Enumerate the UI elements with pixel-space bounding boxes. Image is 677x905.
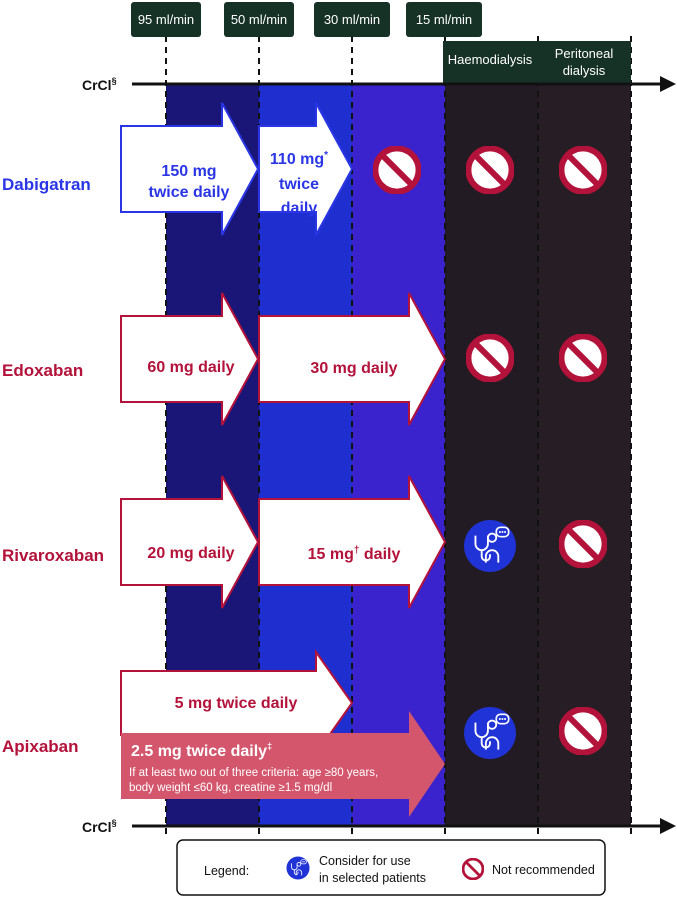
header-box-50: 50 ml/min — [224, 2, 294, 37]
band-30-15 — [352, 84, 445, 826]
top-axis: CrCl§ — [82, 76, 676, 93]
rivaroxaban-row: Rivaroxaban 20 mg daily 15 mg† daily — [2, 475, 605, 609]
edoxaban-arrow-2 — [258, 292, 447, 426]
peritoneal-label-line1: Peritoneal — [555, 46, 614, 61]
rivaroxaban-label: Rivaroxaban — [2, 546, 104, 565]
crcl-bands — [166, 84, 631, 826]
apixaban-criteria-line2: body weight ≤60 kg, creatine ≥1.5 mg/dl — [129, 782, 332, 794]
dabigatran-dose2-line2: twice — [279, 176, 319, 193]
legend-consider-line1: Consider for use — [319, 854, 411, 868]
header-box-peritoneal: Peritoneal dialysis — [538, 41, 631, 83]
prohibited-icon — [561, 522, 604, 565]
bottom-axis-arrowhead — [660, 818, 676, 834]
rivaroxaban-arrow-2 — [258, 475, 447, 609]
header-label-50: 50 ml/min — [231, 12, 287, 27]
doctor-consult-icon — [463, 519, 517, 573]
apixaban-dose2: 2.5 mg twice daily‡ — [131, 741, 272, 760]
edoxaban-dose1: 60 mg daily — [147, 359, 234, 376]
legend-title: Legend: — [204, 864, 249, 878]
dabigatran-dose1-line1: 150 mg — [161, 163, 216, 180]
dabigatran-dose2-line3: daily — [281, 200, 318, 217]
header-label-30: 30 ml/min — [324, 12, 380, 27]
dabigatran-row: Dabigatran 150 mg twice daily 110 mg* tw… — [2, 102, 605, 236]
dabigatran-dose1-line2: twice daily — [149, 184, 230, 201]
prohibited-icon — [375, 148, 418, 191]
prohibited-icon — [561, 336, 604, 379]
header-label-15: 15 ml/min — [416, 12, 472, 27]
rivaroxaban-dose2: 15 mg† daily — [308, 545, 401, 563]
band-peritoneal — [538, 84, 631, 826]
apixaban-arrow-2 — [121, 711, 445, 817]
header-box-95: 95 ml/min — [131, 2, 201, 37]
haemodialysis-label: Haemodialysis — [448, 52, 533, 67]
band-haemodialysis — [445, 84, 538, 826]
apixaban-row: Apixaban 5 mg twice daily 2.5 mg twice d… — [2, 648, 605, 817]
legend-consider-line2: in selected patients — [319, 871, 426, 885]
edoxaban-dose2: 30 mg daily — [310, 360, 397, 377]
prohibited-icon — [561, 148, 604, 191]
prohibited-icon — [561, 709, 604, 752]
dabigatran-dose2-line1: 110 mg* — [270, 150, 328, 168]
legend: Legend: Consider for use in selected pat… — [176, 839, 606, 896]
apixaban-dose1: 5 mg twice daily — [175, 695, 298, 712]
header-box-haemodialysis: Haemodialysis — [443, 41, 538, 83]
peritoneal-label-line2: dialysis — [563, 63, 606, 78]
dabigatran-label: Dabigatran — [2, 175, 91, 194]
header-box-15: 15 ml/min — [406, 2, 482, 37]
edoxaban-label: Edoxaban — [2, 361, 83, 380]
prohibited-icon — [462, 858, 484, 880]
top-axis-arrowhead — [660, 76, 676, 92]
dabigatran-arrow-2 — [258, 102, 354, 236]
doctor-consult-icon — [286, 856, 310, 880]
top-axis-label: CrCl§ — [82, 76, 117, 93]
doctor-consult-icon — [463, 706, 517, 760]
legend-not-recommended: Not recommended — [492, 863, 595, 877]
rivaroxaban-arrow-1 — [120, 475, 260, 609]
header-box-30: 30 ml/min — [314, 2, 390, 37]
header-labels: 95 ml/min 50 ml/min 30 ml/min 15 ml/min … — [131, 2, 631, 83]
header-label-95: 95 ml/min — [138, 12, 194, 27]
bottom-axis: CrCl§ — [82, 818, 676, 835]
edoxaban-arrow-1 — [120, 292, 260, 426]
bottom-axis-label: CrCl§ — [82, 818, 117, 835]
apixaban-label: Apixaban — [2, 737, 79, 756]
rivaroxaban-dose1: 20 mg daily — [147, 545, 234, 562]
apixaban-criteria-line1: If at least two out of three criteria: a… — [129, 767, 378, 779]
prohibited-icon — [468, 336, 511, 379]
edoxaban-row: Edoxaban 60 mg daily 30 mg daily — [2, 292, 605, 426]
prohibited-icon — [468, 148, 511, 191]
dabigatran-arrow-1 — [120, 102, 260, 236]
